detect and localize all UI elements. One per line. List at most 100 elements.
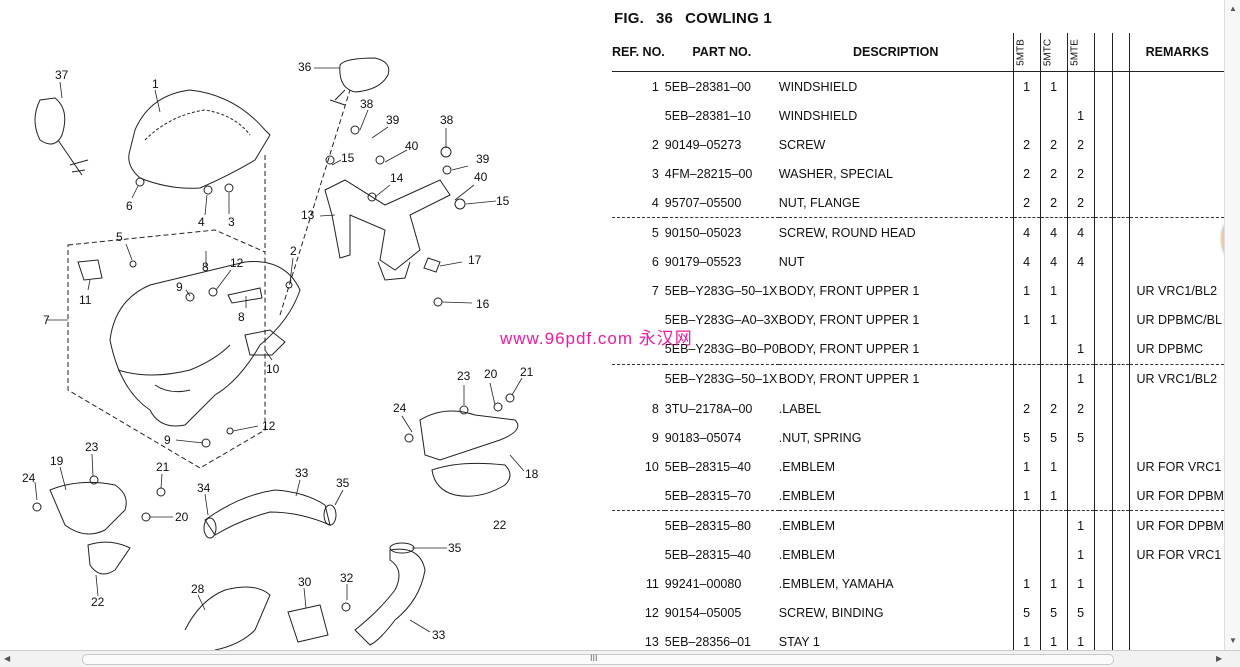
ref-cell: 13 xyxy=(644,635,659,650)
qty-cell: 4 xyxy=(1066,247,1095,277)
empty-cell xyxy=(1093,598,1113,628)
description-cell: BODY, FRONT UPPER 1 xyxy=(778,284,920,299)
callout: 24 xyxy=(22,471,36,485)
remarks-cell: UR DPBMC/BL xyxy=(1129,305,1224,335)
empty-cell xyxy=(1112,598,1130,628)
callout: 21 xyxy=(156,460,170,474)
ref-cell: 5 xyxy=(612,217,665,248)
empty-cell xyxy=(1093,276,1113,306)
qty-cell: 2 xyxy=(1012,130,1041,160)
qty-cell xyxy=(1012,101,1041,131)
qty-cell: 1 xyxy=(1012,627,1041,650)
callout-labels: 37 1 36 38 39 40 38 39 40 15 14 15 13 6 … xyxy=(22,60,539,642)
scroll-up-arrow-icon[interactable]: ▲ xyxy=(1229,4,1237,13)
parts-table: REF. NO. PART NO. DESCRIPTION 5MTB 5MTC … xyxy=(612,33,1224,650)
qty-cell: 1 xyxy=(1039,71,1068,102)
empty-cell xyxy=(1112,276,1130,306)
callout: 20 xyxy=(175,510,189,524)
part-no-cell: 90150–05023 xyxy=(664,217,779,248)
callout: 15 xyxy=(496,194,510,208)
part-no-cell: 95707–05500 xyxy=(664,195,742,210)
remarks-cell: UR VRC1/BL2 xyxy=(1129,276,1224,306)
ref-cell: 11 xyxy=(645,577,659,592)
empty-cell xyxy=(1093,627,1113,650)
description-cell: STAY 1 xyxy=(778,635,820,650)
part-no-cell: 5EB–Y283G–B0–P0 xyxy=(664,342,779,357)
qty-cell xyxy=(1066,481,1095,511)
scroll-right-arrow-icon[interactable]: ▶ xyxy=(1216,654,1223,663)
qty-cell: 1 xyxy=(1012,276,1041,306)
callout: 4 xyxy=(198,215,205,229)
qty-cell: 4 xyxy=(1012,247,1041,277)
part-no-cell: 5EB–28381–10 xyxy=(664,108,751,123)
callout: 8 xyxy=(202,260,209,274)
description-cell: .LABEL xyxy=(778,401,822,416)
qty-cell xyxy=(1066,71,1095,102)
mirror-left-drawing xyxy=(34,97,89,176)
callout: 18 xyxy=(525,467,539,481)
part-no-cell: 90183–05074 xyxy=(664,430,742,445)
remarks-cell: UR VRC1/BL2 xyxy=(1129,363,1224,395)
scroll-down-arrow-icon[interactable]: ▼ xyxy=(1229,636,1237,645)
scroll-left-arrow-icon[interactable]: ◀ xyxy=(4,654,11,663)
callout: 38 xyxy=(360,97,374,111)
qty-cell: 2 xyxy=(1039,394,1068,424)
description-cell: .EMBLEM xyxy=(778,510,1014,541)
empty-cell xyxy=(1112,159,1130,189)
description-cell: .NUT, SPRING xyxy=(778,430,862,445)
empty-model-header xyxy=(1112,33,1130,72)
horizontal-scrollbar[interactable]: ◀ III ▶ xyxy=(0,650,1240,667)
empty-model-header xyxy=(1093,33,1113,72)
description-cell: NUT, FLANGE xyxy=(778,195,861,210)
qty-cell: 2 xyxy=(1039,130,1068,160)
callout: 7 xyxy=(43,313,50,327)
callout: 39 xyxy=(386,113,400,127)
qty-cell: 1 xyxy=(1066,540,1095,570)
vertical-scrollbar[interactable]: ▲ ▼ xyxy=(1224,0,1240,650)
part-no-cell: 5EB–28315–70 xyxy=(664,488,751,503)
hardware-drawing xyxy=(32,125,515,612)
qty-cell: 5 xyxy=(1066,423,1095,453)
callout: 40 xyxy=(474,170,488,184)
empty-cell xyxy=(1093,101,1113,131)
empty-cell xyxy=(1112,71,1130,102)
callout: 19 xyxy=(50,454,64,468)
callout: 14 xyxy=(390,171,404,185)
qty-cell: 1 xyxy=(1012,481,1041,511)
remarks-cell: UR FOR VRC1 xyxy=(1129,452,1224,482)
callout: 22 xyxy=(91,595,105,609)
part-no-cell: 90179–05523 xyxy=(664,255,742,270)
qty-cell: 1 xyxy=(1012,569,1041,599)
part-no-cell: 5EB–28356–01 xyxy=(664,635,751,650)
part-no-cell: 5EB–28315–80 xyxy=(664,510,779,541)
empty-cell xyxy=(1093,334,1113,365)
remarks-cell xyxy=(1129,101,1224,131)
scrollbar-thumb[interactable] xyxy=(82,654,1114,665)
figure-number: 36 xyxy=(655,10,674,27)
ref-cell: 1 xyxy=(651,79,659,94)
description-cell: .EMBLEM xyxy=(778,488,836,503)
qty-cell xyxy=(1066,305,1095,335)
ref-cell: 9 xyxy=(651,430,659,445)
qty-cell xyxy=(1012,540,1041,570)
remarks-cell: UR FOR VRC1 xyxy=(1129,540,1224,570)
callout: 10 xyxy=(266,362,280,376)
qty-cell: 1 xyxy=(1066,627,1095,650)
leader-lines xyxy=(34,67,525,633)
stay-bracket-drawing xyxy=(324,179,451,281)
qty-cell: 2 xyxy=(1066,130,1095,160)
callout: 16 xyxy=(476,297,490,311)
callout: 12 xyxy=(230,256,244,270)
empty-cell xyxy=(1093,423,1113,453)
empty-cell xyxy=(1112,101,1130,131)
ref-no-header: REF. NO. xyxy=(612,33,665,72)
description-cell: BODY, FRONT UPPER 1 xyxy=(778,313,920,328)
